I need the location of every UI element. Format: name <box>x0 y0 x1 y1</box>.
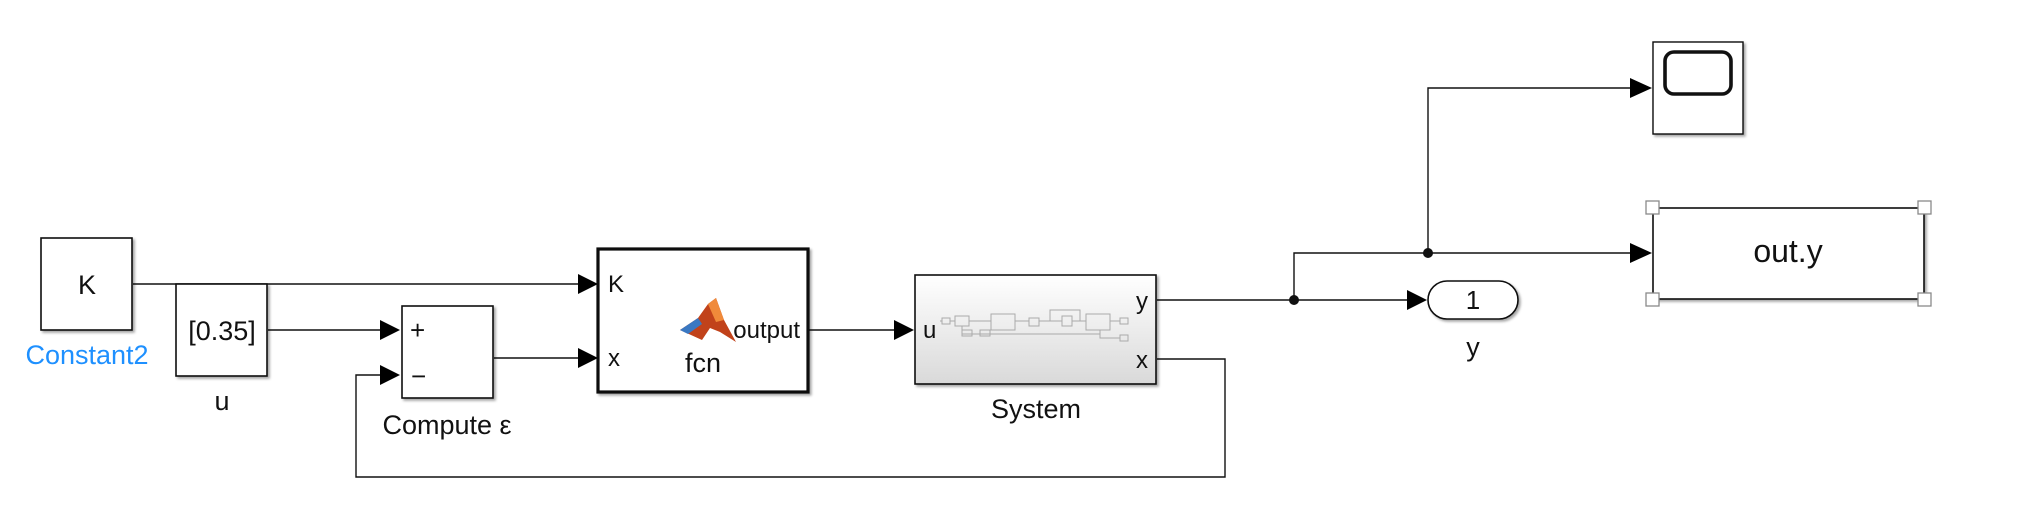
u-block-body[interactable] <box>175 283 268 377</box>
outport-body[interactable] <box>1427 280 1519 320</box>
sum-block[interactable]: + − Compute ε <box>382 305 512 440</box>
fcn-port-k: K <box>608 271 624 298</box>
outport-name: y <box>1466 332 1480 362</box>
sum-block-body[interactable] <box>401 305 494 399</box>
sum-minus-sign: − <box>411 361 426 391</box>
fcn-name: fcn <box>685 348 721 378</box>
resize-handle-top-right[interactable] <box>1917 200 1932 215</box>
system-block-body[interactable] <box>914 274 1157 385</box>
constant-block-body[interactable] <box>40 237 133 331</box>
to-workspace-block[interactable]: out.y <box>1645 200 1932 307</box>
line-feedback-x[interactable] <box>355 358 1226 478</box>
to-workspace-body[interactable] <box>1652 207 1925 300</box>
scope-screen-icon <box>1663 50 1733 96</box>
to-workspace-variable: out.y <box>1753 233 1822 269</box>
arrowhead-sum-plus <box>380 320 400 340</box>
constant-block[interactable]: K Constant2 <box>25 237 149 370</box>
system-port-u: u <box>923 317 936 344</box>
u-block-value: [0.35] <box>188 316 256 346</box>
arrowhead-system-u <box>894 320 914 340</box>
arrowhead-sum-minus <box>380 365 400 385</box>
subsystem-schematic-icon <box>940 309 1129 342</box>
sum-plus-sign: + <box>410 315 425 345</box>
signal-lines <box>133 78 1652 478</box>
arrowhead-outport <box>1407 290 1427 310</box>
system-subsystem-block[interactable]: u y x System <box>914 274 1157 424</box>
system-port-y: y <box>1136 288 1148 315</box>
matlab-logo-icon <box>680 298 736 342</box>
fcn-port-output: output <box>733 317 800 344</box>
line-branch-to-scope[interactable] <box>1427 87 1632 253</box>
line-branch-to-workspace[interactable] <box>1293 252 1632 300</box>
system-port-x: x <box>1136 347 1148 374</box>
outport-block[interactable]: 1 y <box>1427 280 1519 362</box>
resize-handle-bottom-right[interactable] <box>1917 292 1932 307</box>
scope-block[interactable] <box>1652 41 1744 135</box>
resize-handle-bottom-left[interactable] <box>1645 292 1660 307</box>
arrowhead-fcn-k <box>578 274 598 294</box>
resize-handle-top-left[interactable] <box>1645 200 1660 215</box>
system-block-name: System <box>991 394 1081 424</box>
fcn-port-x: x <box>608 345 620 372</box>
constant-block-name[interactable]: Constant2 <box>25 340 148 370</box>
outport-number: 1 <box>1466 285 1480 315</box>
arrowhead-to-workspace <box>1630 243 1652 263</box>
u-block-name[interactable]: u <box>214 386 229 416</box>
u-constant-block[interactable]: [0.35] u <box>175 283 268 416</box>
arrowhead-scope <box>1630 78 1652 98</box>
arrowhead-fcn-x <box>578 348 598 368</box>
matlab-function-block[interactable]: K x output fcn <box>596 247 810 394</box>
constant-value: K <box>78 270 96 300</box>
sum-block-name[interactable]: Compute ε <box>382 410 511 440</box>
